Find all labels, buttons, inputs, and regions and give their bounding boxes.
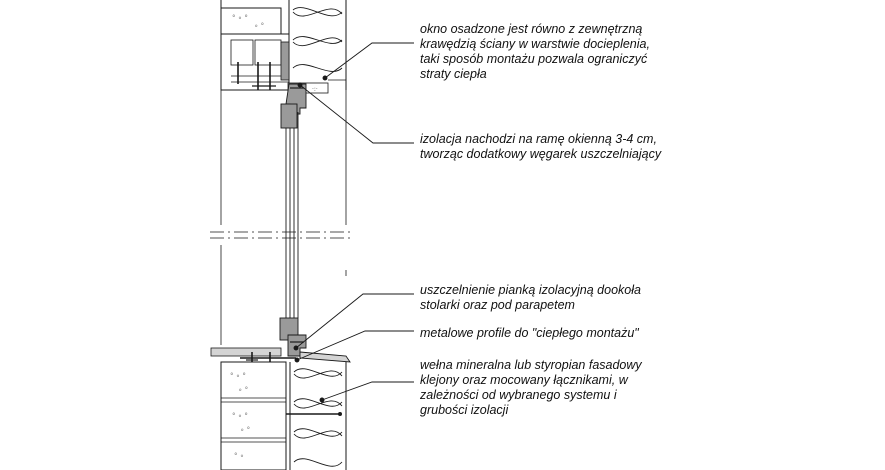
upper-window-frame: ·:· [280,41,346,129]
annotation-foam-seal: uszczelnienie pianką izolacyjną dookoła … [420,283,641,312]
svg-text:·:·: ·:· [312,86,318,93]
section-break-lines [210,90,352,345]
annotation-metal-profiles: metalowe profile do "ciepłego montażu" [420,326,639,340]
leader-lines [293,42,414,403]
svg-text:° ∘ °: ° ∘ ° [232,412,248,420]
leader-metal-profiles [296,330,414,361]
svg-text:∘ °: ∘ ° [238,386,248,394]
annotation-window-flush: okno osadzone jest równo z zewnętrzną kr… [420,22,650,81]
lower-insulation-layer [286,362,347,470]
window-glazing [285,112,299,318]
svg-text:∘ °: ∘ ° [254,22,264,30]
upper-insulation-layer [288,0,347,90]
annotation-insulation-overlap: izolacja nachodzi na ramę okienną 3-4 cm… [420,132,662,161]
lower-window-frame [279,317,307,357]
annotation-mineral-wool: wełna mineralna lub styropian fasadowy k… [420,358,642,417]
svg-text:° ∘ °: ° ∘ ° [232,14,248,22]
leader-mineral-wool [321,381,414,401]
svg-text:° ∘ °: ° ∘ ° [230,372,246,380]
window-sill [210,347,351,390]
leader-foam-seal [295,293,414,349]
leader-insulation-overlap [299,84,414,144]
leader-window-flush [324,42,414,79]
svg-text:∘ °: ∘ ° [240,426,250,434]
lower-masonry-wall: ° ∘ ° ∘ ° ° ∘ ° ∘ ° ° ∘ [220,361,287,470]
lintel-frame [220,33,290,91]
svg-text:° ∘: ° ∘ [234,452,244,460]
